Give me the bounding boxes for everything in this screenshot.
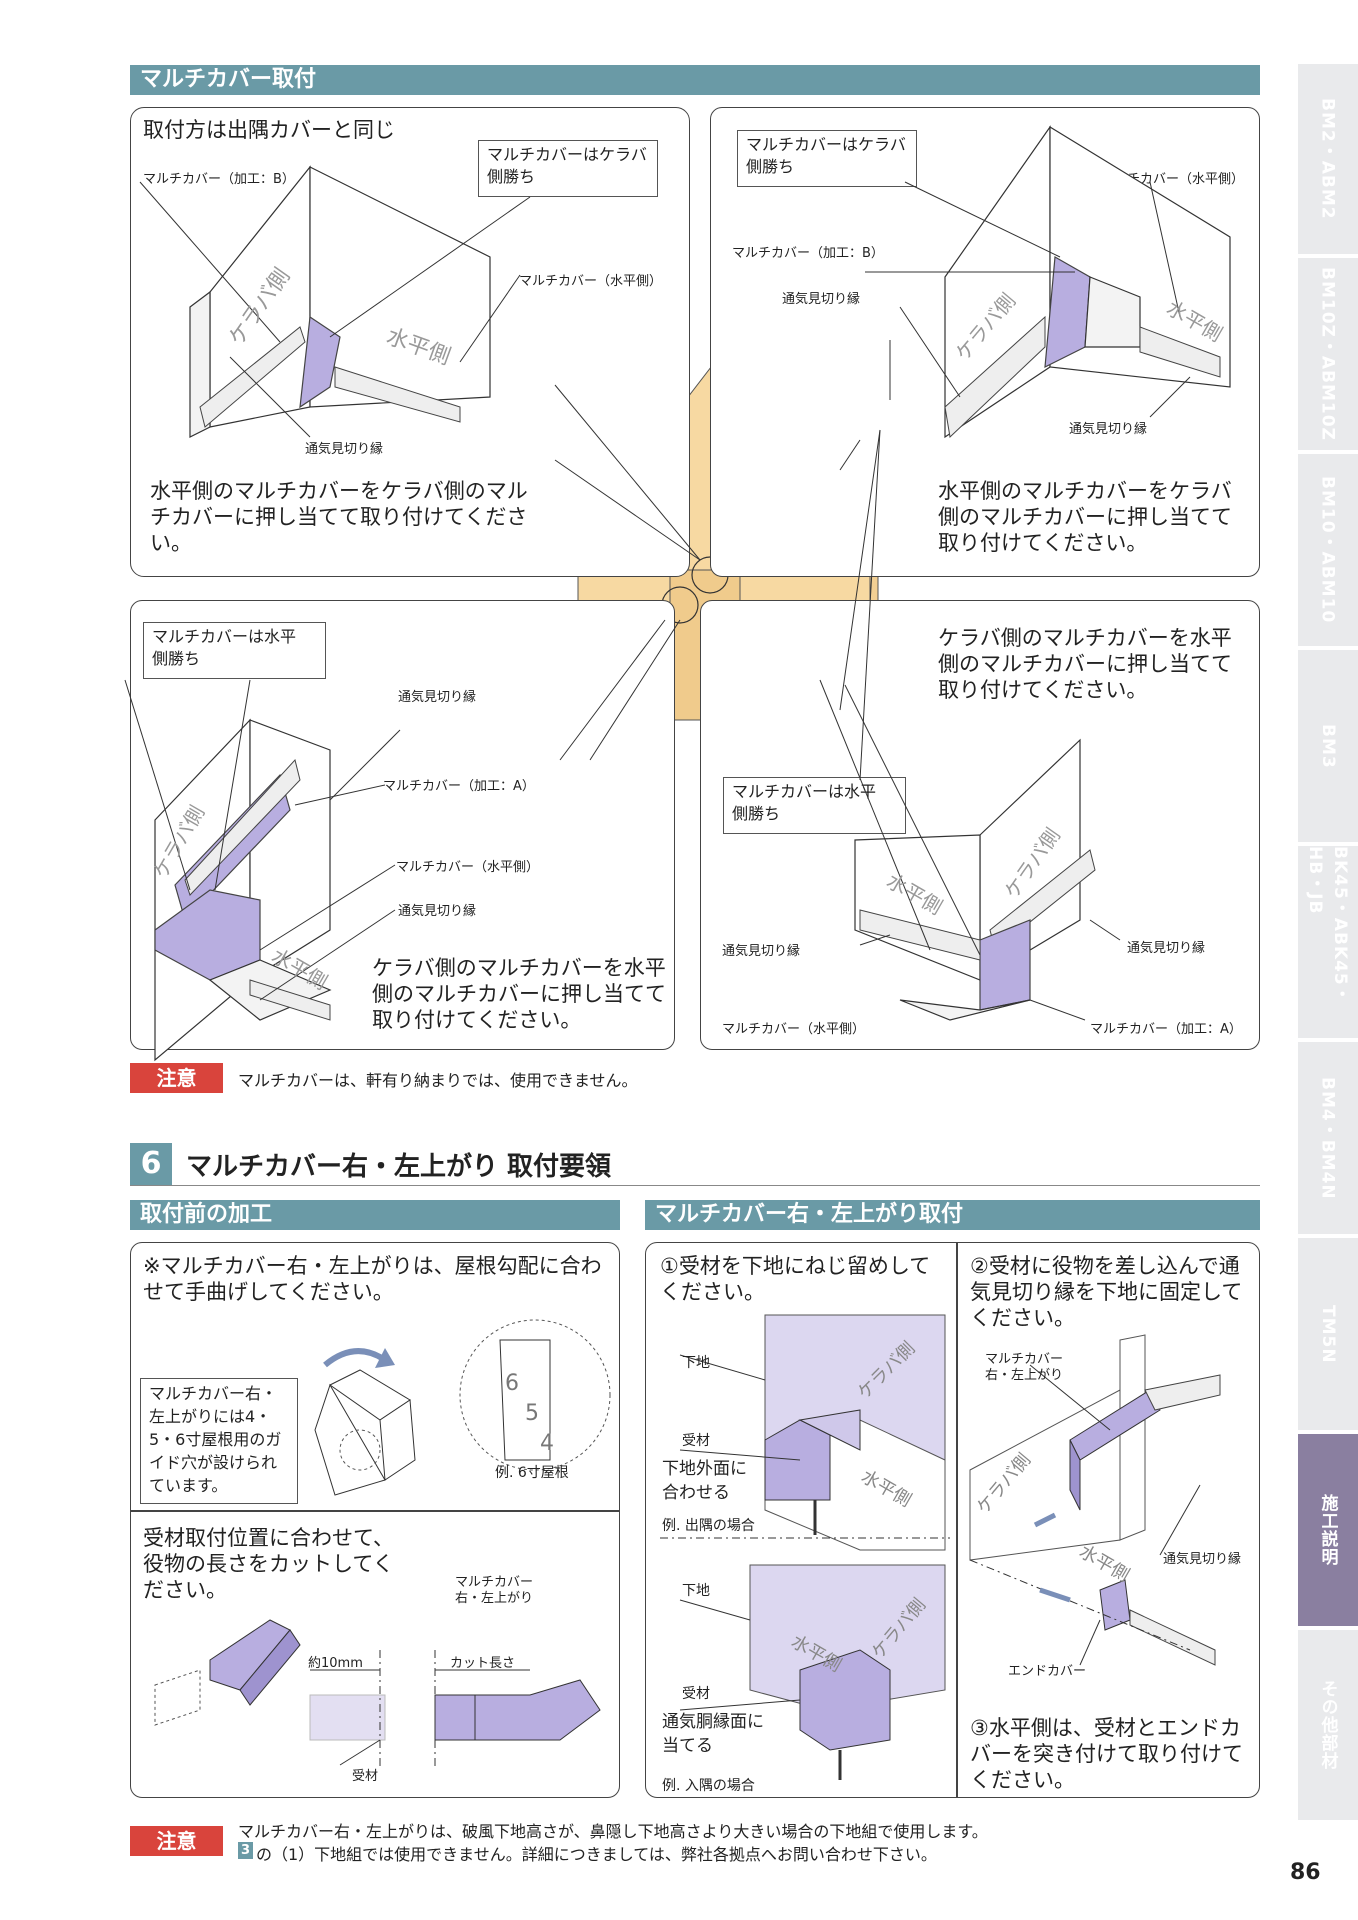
panel-tl-note: 取付方は出隅カバーと同じ	[143, 118, 395, 142]
guide-num-6: 6	[505, 1371, 519, 1396]
panel-tl-text: 水平側のマルチカバーをケラバ側のマルチカバーに押し当てて取り付けてください。	[150, 479, 528, 555]
panel-tr-label-b: マルチカバー（加工：B）	[732, 246, 884, 261]
side-tab-bk45[interactable]: BK45・ABK45・HB・JB	[1298, 846, 1358, 1038]
notice-tag-1: 注意	[130, 1063, 223, 1093]
section-bar-multicover: マルチカバー取付	[130, 65, 1260, 95]
install-label-shitaji2: 下地	[682, 1583, 710, 1599]
panel-bl-text: ケラバ側のマルチカバーを水平側のマルチカバーに押し当てて取り付けてください。	[372, 956, 666, 1032]
side-tab-sekou[interactable]: 施工説明	[1298, 1434, 1358, 1626]
side-tab-others[interactable]: その他部材	[1298, 1630, 1358, 1820]
side-tab-bm2[interactable]: BM2・ABM2	[1298, 64, 1358, 254]
install-step2-illustration: ケラバ側 水平側	[969, 1334, 1221, 1666]
panel-tr-text: 水平側のマルチカバーをケラバ側のマルチカバーに押し当てて取り付けてください。	[938, 479, 1232, 555]
panel-tr-illustration: ケラバ側 水平側	[865, 125, 1231, 439]
panel-br-illustration: 水平側 ケラバ側	[819, 679, 1121, 1021]
panel-bl-label-h: マルチカバー（水平側）	[396, 860, 540, 875]
install-label-vent: 通気見切り縁	[1163, 1552, 1242, 1567]
panel-tr-callout: マルチカバーはケラバ 側勝ち	[737, 130, 917, 187]
preprocess-callout: マルチカバー右・左上がりには4・5・6寸屋根用のガイド穴が設けられています。	[140, 1378, 298, 1504]
side-tab-bm4[interactable]: BM4・BM4N	[1298, 1042, 1358, 1234]
preprocess-label-cut: カット長さ	[450, 1656, 516, 1671]
notice-text-2-line1: マルチカバー右・左上がりは、破風下地高さが、鼻隠し下地高さより大きい場合の下地組…	[238, 1822, 988, 1841]
install-label-align1: 下地外面に 合わせる	[662, 1459, 747, 1503]
panel-br-label-a: マルチカバー（加工：A）	[1090, 1022, 1242, 1037]
install-wall-suihei-3: 水平側	[1076, 1541, 1133, 1586]
preprocess-illustration-1: 6 5 4	[314, 1319, 611, 1496]
preprocess-illustration-2	[154, 1619, 601, 1770]
panel-tl-callout: マルチカバーはケラバ 側勝ち	[478, 140, 658, 197]
side-tab-bm10z[interactable]: BM10Z・ABM10Z	[1298, 258, 1358, 450]
preprocess-label-uke: 受材	[352, 1769, 379, 1784]
preprocess-note: ※マルチカバー右・左上がりは、屋根勾配に合わせて手曲げしてください。	[143, 1254, 602, 1304]
section6-number: 6	[130, 1143, 172, 1185]
side-tab-tm5n[interactable]: TM5N	[1298, 1238, 1358, 1430]
guide-num-4: 4	[540, 1431, 554, 1456]
panel-tl-label-b: マルチカバー（加工：B）	[143, 172, 295, 187]
panel-br-text: ケラバ側のマルチカバーを水平側のマルチカバーに押し当てて取り付けてください。	[938, 626, 1232, 702]
panel-bl-label-a: マルチカバー（加工：A）	[383, 779, 535, 794]
install-example2: 例. 入隅の場合	[662, 1778, 755, 1794]
side-tab-bm3[interactable]: BM3	[1298, 650, 1358, 842]
notice-tag-2: 注意	[130, 1826, 223, 1856]
install-example1: 例. 出隅の場合	[662, 1518, 755, 1534]
preprocess-text2: 受材取付位置に合わせて、役物の長さをカットしてください。	[143, 1526, 394, 1602]
side-tab-bm10[interactable]: BM10・ABM10	[1298, 454, 1358, 646]
panel-br-label-h: マルチカバー（水平側）	[722, 1022, 866, 1037]
panel-tr-label-vent2: 通気見切り縁	[1069, 422, 1148, 437]
preprocess-example: 例. 6寸屋根	[495, 1465, 569, 1481]
section-bar-install: マルチカバー右・左上がり取付	[645, 1200, 1260, 1230]
panel-bl-label-vent1: 通気見切り縁	[398, 690, 477, 705]
page-number: 86	[1290, 1860, 1321, 1885]
notice-ref-badge: 3	[238, 1842, 253, 1859]
install-label-uke1: 受材	[682, 1433, 710, 1449]
panel-tl-label-vent: 通気見切り縁	[305, 442, 384, 457]
panel-br-label-vent2: 通気見切り縁	[1127, 941, 1206, 956]
preprocess-label-cover: マルチカバー 右・左上がり	[455, 1575, 534, 1606]
section6-underline	[130, 1185, 1260, 1186]
panel-br-callout: マルチカバーは水平 側勝ち	[723, 777, 906, 834]
install-label-align2: 通気胴縁面に 当てる	[662, 1712, 764, 1756]
panel-tl-illustration: ケラバ側 水平側	[139, 165, 531, 438]
install-step1-illustration: ケラバ側 水平側 水平側 ケラバ側	[660, 1314, 950, 1780]
install-step3: ③水平側は、受材とエンドカバーを突き付けて取り付けてください。	[970, 1716, 1243, 1792]
install-label-shitaji1: 下地	[682, 1355, 710, 1371]
panel-preprocess-divider	[130, 1510, 620, 1512]
notice-text-2-line2: の（1）下地組では使用できません。詳細につきましては、弊社各拠点へお問い合わせ下…	[256, 1845, 937, 1864]
notice-text-1: マルチカバーは、軒有り納まりでは、使用できません。	[238, 1071, 638, 1090]
panel-install-divider	[956, 1242, 958, 1798]
install-label-uke2: 受材	[682, 1686, 710, 1702]
panel-bl-illustration: ケラバ側 水平側	[124, 679, 401, 1062]
install-step1: ①受材を下地にねじ留めしてください。	[660, 1254, 931, 1304]
panel-tl-label-h: マルチカバー（水平側）	[519, 274, 663, 289]
panel-tr-label-vent1: 通気見切り縁	[782, 292, 861, 307]
install-label-cover: マルチカバー 右・左上がり	[985, 1352, 1064, 1383]
panel-install	[645, 1242, 1260, 1798]
install-label-end: エンドカバー	[1008, 1664, 1087, 1679]
section6-title: マルチカバー右・左上がり 取付要領	[186, 1152, 612, 1182]
guide-num-5: 5	[525, 1401, 539, 1426]
panel-bl-callout: マルチカバーは水平 側勝ち	[143, 622, 326, 679]
section-bar-pre-processing: 取付前の加工	[130, 1200, 620, 1230]
panel-br-label-vent1: 通気見切り縁	[722, 944, 801, 959]
panel-bl-label-vent2: 通気見切り縁	[398, 904, 477, 919]
preprocess-label-10mm: 約10mm	[308, 1656, 363, 1671]
install-step2: ②受材に役物を差し込んで通気見切り縁を下地に固定してください。	[970, 1254, 1243, 1330]
